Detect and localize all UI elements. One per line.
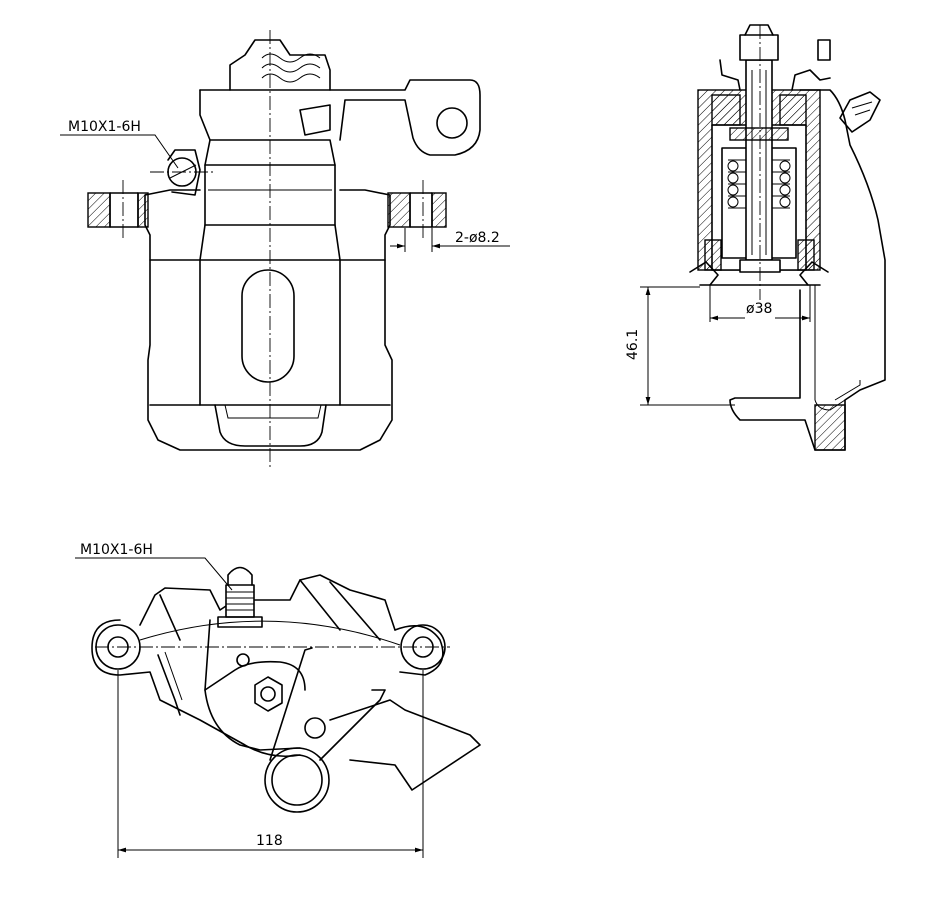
bottom-annotations: M10X1-6H 118 [75, 542, 424, 858]
front-annotations: M10X1-6H 2-ø8.2 [60, 119, 510, 252]
bleeder-top [217, 566, 263, 628]
bottom-view [91, 566, 481, 813]
bleeder [839, 91, 881, 133]
mount-span-label: 118 [256, 833, 283, 849]
return-spring [157, 647, 386, 813]
height-dim-label: 46.1 [625, 329, 641, 360]
section-annotations: 46.1 ø38 [625, 285, 811, 406]
slot-window [241, 269, 295, 383]
thread-label-bottom: M10X1-6H [80, 542, 153, 558]
section-view [689, 24, 886, 451]
hole-dim-label: 2-ø8.2 [455, 230, 500, 246]
front-view [87, 30, 481, 470]
thread-label-front: M10X1-6H [68, 119, 141, 135]
hex-nut [254, 676, 283, 712]
piston-dia-label: ø38 [746, 301, 772, 317]
